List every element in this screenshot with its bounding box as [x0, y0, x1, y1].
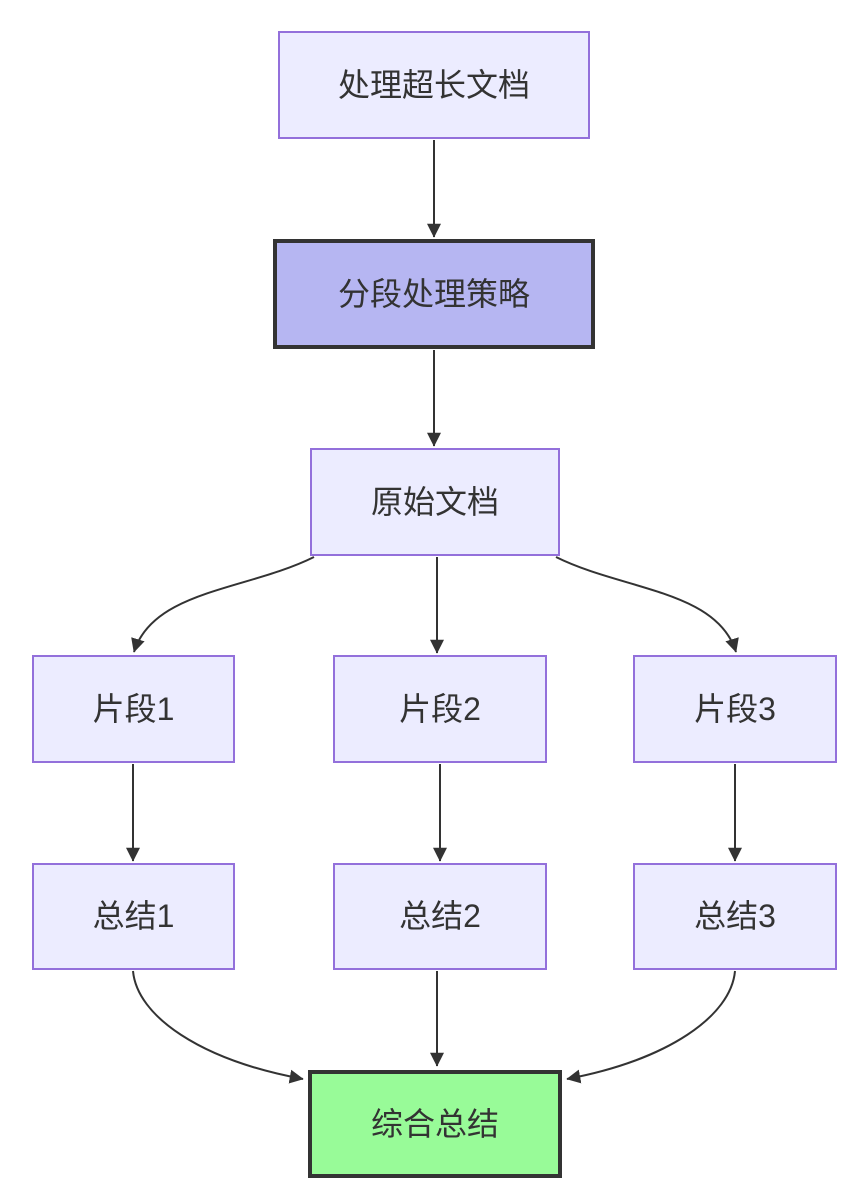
node-segment-3-label: 片段3: [694, 690, 776, 727]
node-summary-3-label: 总结3: [694, 898, 776, 935]
node-summary-3: 总结3: [633, 863, 837, 970]
node-segment-3: 片段3: [633, 655, 837, 763]
edge-sum3-to-final: [566, 970, 736, 1084]
edge-source-to-seg3: [555, 556, 739, 653]
node-segment-2: 片段2: [333, 655, 547, 763]
node-source-doc-label: 原始文档: [370, 483, 499, 520]
edge-source-to-seg1: [131, 556, 315, 653]
node-task-label: 处理超长文档: [337, 66, 530, 103]
node-final-summary-label: 综合总结: [370, 1105, 499, 1142]
node-task: 处理超长文档: [278, 31, 590, 139]
node-segment-1-label: 片段1: [92, 690, 175, 727]
edge-sum1-to-final: [132, 970, 304, 1084]
node-final-summary: 综合总结: [308, 1070, 562, 1178]
node-strategy-label: 分段处理策略: [337, 275, 530, 312]
node-source-doc: 原始文档: [310, 448, 560, 556]
node-strategy: 分段处理策略: [273, 239, 595, 349]
node-summary-2-label: 总结2: [399, 898, 481, 935]
node-summary-1: 总结1: [32, 863, 235, 970]
node-segment-1: 片段1: [32, 655, 235, 763]
node-summary-1-label: 总结1: [92, 898, 175, 935]
node-segment-2-label: 片段2: [399, 690, 481, 727]
node-summary-2: 总结2: [333, 863, 547, 970]
